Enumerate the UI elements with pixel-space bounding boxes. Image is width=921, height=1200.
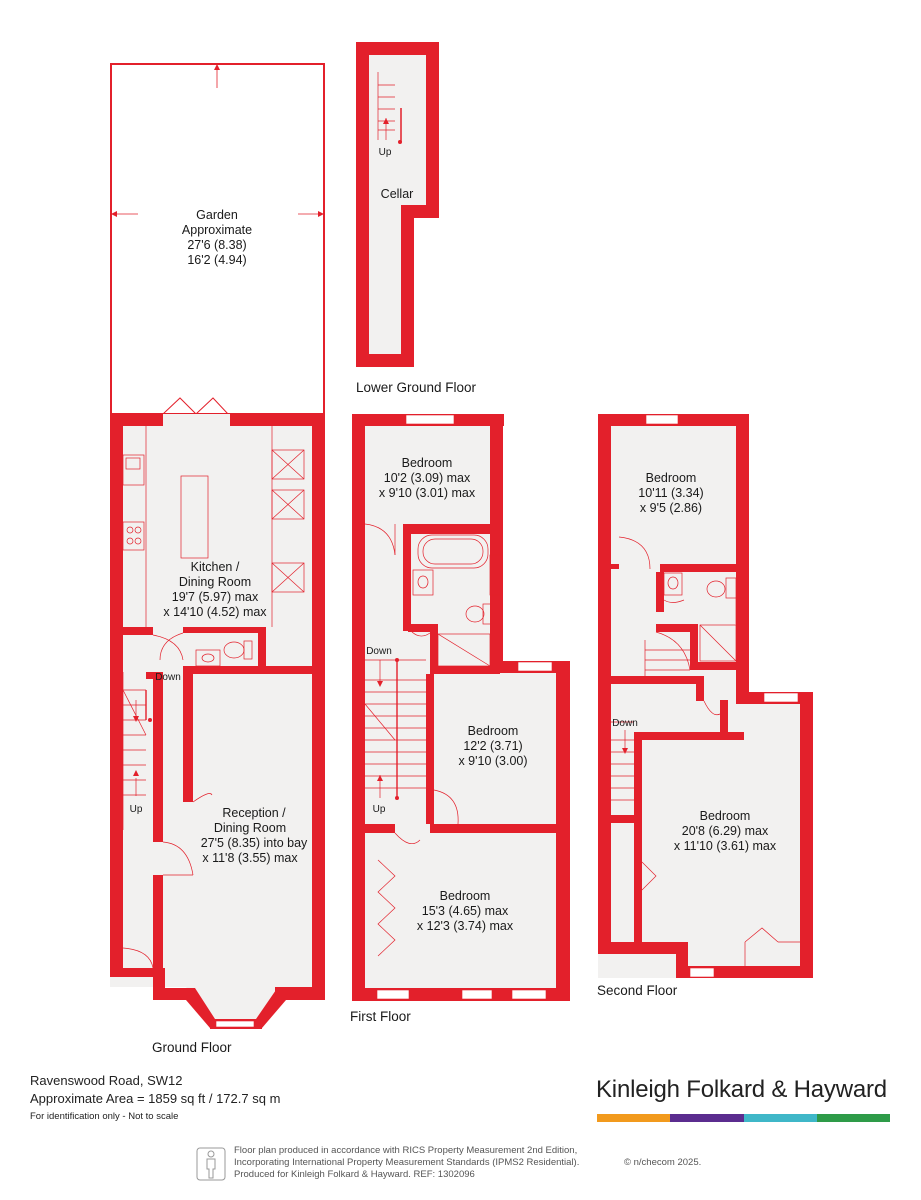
disclaimer: Floor plan produced in accordance with R… bbox=[234, 1145, 579, 1181]
second-floor-label: Second Floor bbox=[597, 983, 678, 998]
ff-bedroom-3-label: Bedroom bbox=[440, 889, 491, 903]
ground-floor-label: Ground Floor bbox=[152, 1040, 232, 1055]
garden-dim-2: 16'2 (4.94) bbox=[187, 253, 246, 267]
ff-bedroom-2-dim-1: 12'2 (3.71) bbox=[463, 739, 522, 753]
floor-labels: Lower Ground Floor Ground Floor First Fl… bbox=[152, 380, 678, 1055]
ff-up-label: Up bbox=[373, 804, 386, 815]
sf-bedroom-2-label: Bedroom bbox=[700, 809, 751, 823]
ff-bedroom-1-label: Bedroom bbox=[402, 456, 453, 470]
reception-label: Reception / bbox=[222, 806, 286, 820]
disclaimer-line-3: Produced for Kinleigh Folkard & Hayward.… bbox=[234, 1169, 475, 1180]
copyright-text: © n/checom 2025. bbox=[624, 1157, 702, 1168]
ff-bedroom-1-dim-2: x 9'10 (3.01) max bbox=[379, 486, 476, 500]
ground-down-label: Down bbox=[155, 672, 181, 683]
brand-bar-green bbox=[816, 1114, 890, 1122]
ff-bedroom-1-dim-1: 10'2 (3.09) max bbox=[384, 471, 471, 485]
sf-bedroom-1-dim-1: 10'11 (3.34) bbox=[638, 486, 703, 500]
ff-bedroom-2-dim-2: x 9'10 (3.00) bbox=[458, 754, 527, 768]
lower-ground-floor-label: Lower Ground Floor bbox=[356, 380, 477, 395]
brand-bar-purple bbox=[670, 1114, 744, 1122]
garden-dim-1: 27'6 (8.38) bbox=[187, 238, 246, 252]
ff-down-label: Down bbox=[366, 646, 392, 657]
cellar-plan bbox=[356, 42, 439, 367]
ff-bedroom-3-dim-1: 15'3 (4.65) max bbox=[422, 904, 509, 918]
brand-bar-orange bbox=[597, 1114, 671, 1122]
ground-up-label: Up bbox=[130, 804, 143, 815]
reception-dim-2: x 11'8 (3.55) max bbox=[202, 851, 298, 865]
person-icon bbox=[196, 1147, 226, 1181]
first-floor-label: First Floor bbox=[350, 1009, 411, 1024]
garden-label: Garden bbox=[196, 208, 238, 222]
brand-bar-teal bbox=[743, 1114, 817, 1122]
ff-bedroom-3-dim-2: x 12'3 (3.74) max bbox=[417, 919, 514, 933]
identification-note: For identification only - Not to scale bbox=[30, 1111, 179, 1122]
garden-label-approx: Approximate bbox=[182, 223, 252, 237]
sf-down-label: Down bbox=[612, 718, 638, 729]
disclaimer-line-1: Floor plan produced in accordance with R… bbox=[234, 1145, 578, 1156]
ff-bedroom-2-label: Bedroom bbox=[468, 724, 519, 738]
kitchen-label: Kitchen / bbox=[191, 560, 240, 574]
brand-logo-text: Kinleigh Folkard & Hayward bbox=[596, 1076, 887, 1103]
room-labels: Garden Approximate 27'6 (8.38) 16'2 (4.9… bbox=[130, 147, 777, 933]
disclaimer-line-2: Incorporating International Property Mea… bbox=[234, 1157, 580, 1168]
ground-floor-plan bbox=[110, 414, 325, 1029]
brand-color-bar bbox=[597, 1114, 890, 1122]
first-floor-plan bbox=[352, 414, 570, 1001]
area-text: Approximate Area = 1859 sq ft / 172.7 sq… bbox=[30, 1091, 281, 1106]
reception-dim-1: 27'5 (8.35) into bay bbox=[201, 836, 308, 850]
reception-label-2: Dining Room bbox=[214, 821, 286, 835]
kitchen-dim-2: x 14'10 (4.52) max bbox=[163, 605, 267, 619]
cellar-label: Cellar bbox=[381, 187, 414, 201]
kitchen-dim-1: 19'7 (5.97) max bbox=[172, 590, 259, 604]
sf-bedroom-1-label: Bedroom bbox=[646, 471, 697, 485]
address-text: Ravenswood Road, SW12 bbox=[30, 1073, 183, 1088]
cellar-up-label: Up bbox=[379, 147, 392, 158]
kitchen-label-2: Dining Room bbox=[179, 575, 251, 589]
sf-bedroom-2-dim-1: 20'8 (6.29) max bbox=[682, 824, 769, 838]
second-floor-plan bbox=[598, 414, 813, 978]
sf-bedroom-2-dim-2: x 11'10 (3.61) max bbox=[674, 839, 777, 853]
sf-bedroom-1-dim-2: x 9'5 (2.86) bbox=[640, 501, 702, 515]
